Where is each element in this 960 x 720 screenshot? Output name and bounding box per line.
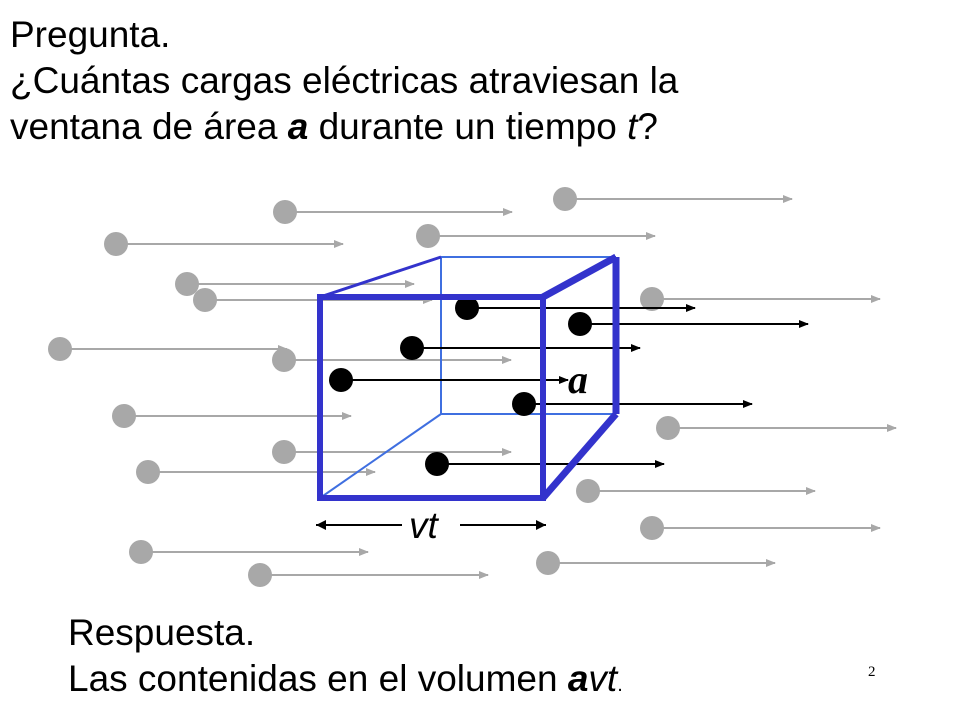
question-mark: ? [637, 106, 658, 147]
answer-line-2: Las contenidas en el volumen avt. [68, 656, 623, 708]
charge-inside [568, 312, 809, 336]
answer-fragment: Las contenidas en el volumen [68, 658, 568, 699]
charge-outside [576, 479, 816, 503]
charge-outside [129, 540, 369, 564]
charge-outside [272, 440, 512, 464]
question-area-symbol: a [287, 106, 309, 147]
length-dimension: vt [316, 505, 546, 546]
answer-text: Respuesta. Las contenidas en el volumen … [68, 610, 623, 708]
question-time-symbol: t [627, 106, 638, 147]
charge-outside [112, 404, 352, 428]
cube-top-edge [319, 255, 442, 299]
charge-inside [512, 392, 753, 416]
charge-outside [248, 563, 489, 587]
question-line-2: ¿Cuántas cargas eléctricas atraviesan la [10, 60, 679, 101]
question-fragment: durante un tiempo [308, 106, 628, 147]
charge-outside [416, 224, 656, 248]
dimension-arrow-left [316, 520, 326, 530]
question-fragment: ventana de área [10, 106, 288, 147]
dimension-arrow-right [536, 520, 546, 530]
length-label: vt [409, 505, 440, 546]
cube-back-edge [319, 413, 442, 499]
outside-charges [48, 187, 897, 587]
question-text: Pregunta. ¿Cuántas cargas eléctricas atr… [10, 12, 678, 150]
cube-front-face [317, 294, 546, 501]
charge-outside [640, 287, 881, 311]
slide-number: 2 [868, 664, 876, 680]
question-heading: Pregunta. [10, 14, 171, 55]
charge-inside [455, 296, 696, 320]
charge-inside [400, 336, 641, 360]
answer-period: . [617, 674, 623, 696]
charge-outside [272, 348, 512, 372]
charge-outside [136, 460, 376, 484]
charge-outside [48, 337, 288, 361]
charge-inside [329, 368, 569, 392]
answer-area-symbol: a [567, 658, 589, 699]
cube-front [317, 253, 620, 501]
question-line-3: ventana de área a durante un tiempo t? [10, 104, 678, 150]
charge-outside [104, 232, 344, 256]
charge-outside [640, 516, 881, 540]
charge-outside [553, 187, 793, 211]
charge-outside [175, 272, 415, 296]
cube-bottom-right-edge [540, 411, 619, 501]
cube-top-right-edge [541, 253, 618, 301]
window-area-label: a [568, 357, 588, 402]
charge-inside [425, 452, 665, 476]
charge-outside [536, 551, 776, 575]
answer-length-symbol: vt [588, 658, 618, 699]
answer-heading: Respuesta. [68, 612, 256, 653]
inside-charges [329, 296, 809, 476]
charge-outside [656, 416, 897, 440]
charge-outside [273, 200, 513, 224]
